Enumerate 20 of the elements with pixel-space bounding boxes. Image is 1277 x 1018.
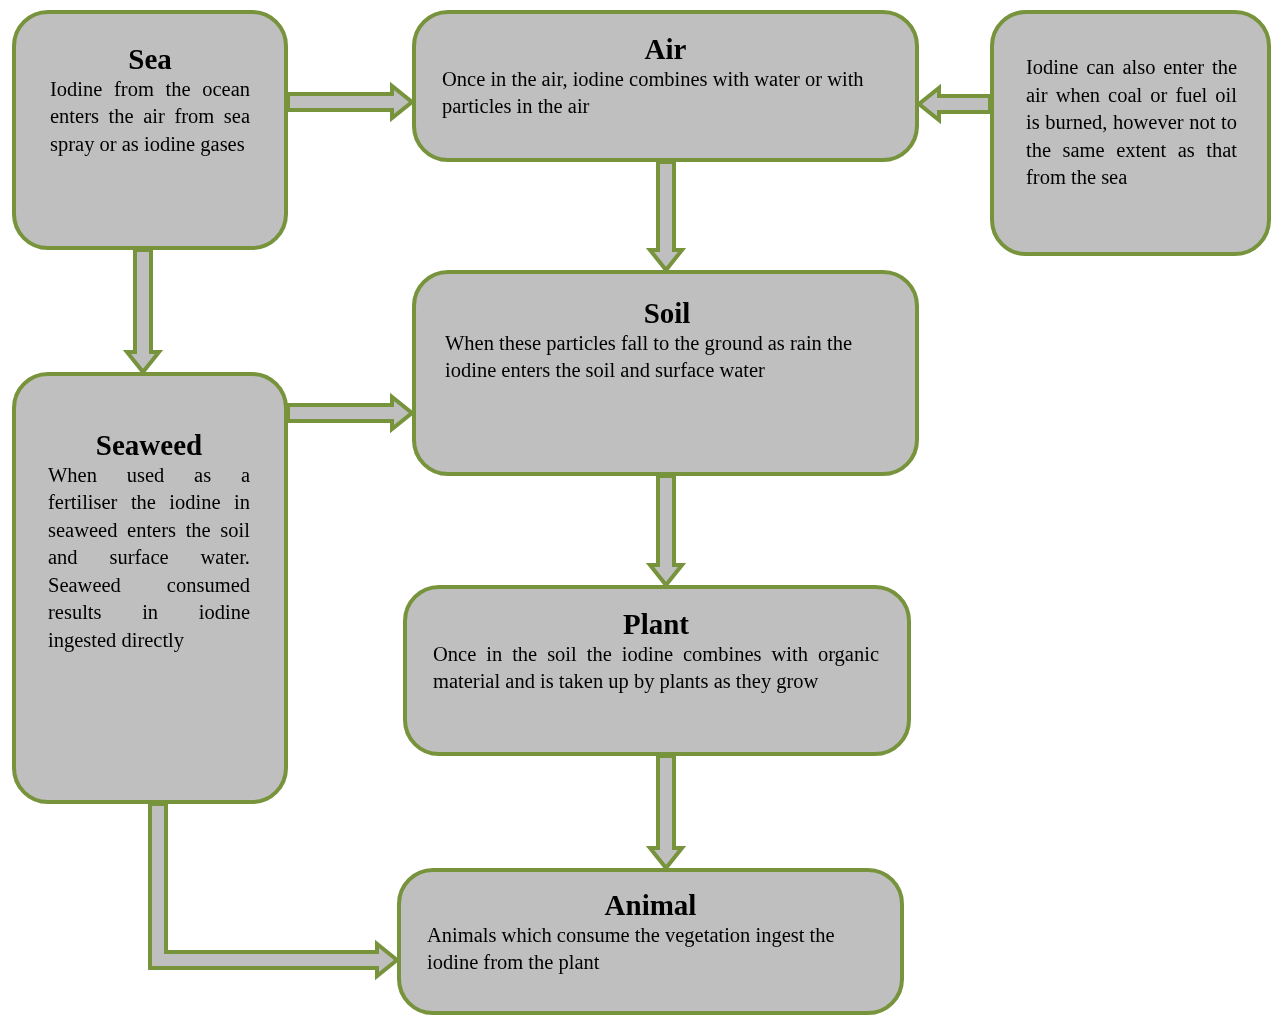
node-text: When these particles fall to the ground as rain the iodine enters the soil and surface water bbox=[445, 330, 853, 384]
node-text: Iodine can also enter the air when coal or fuel oil is burned, however not to the same extent as that from the sea bbox=[1026, 55, 1237, 190]
node-title: Plant bbox=[621, 609, 691, 641]
node-title: Animal bbox=[603, 890, 698, 922]
node-text: Iodine from the ocean enters the air from sea spray or as iodine gases bbox=[50, 76, 250, 158]
process-box bbox=[412, 270, 919, 476]
node-title: Sea bbox=[127, 44, 173, 76]
node-title: Soil bbox=[642, 298, 692, 330]
node-text: Once in the soil the iodine combines with organic material and is taken up by plants as they grow bbox=[433, 641, 879, 695]
process-box bbox=[12, 372, 288, 804]
node-title: Seaweed bbox=[94, 430, 204, 462]
process-box bbox=[412, 10, 919, 162]
node-text: Animals which consume the vegetation ingest the iodine from the plant bbox=[427, 922, 836, 976]
process-box bbox=[990, 10, 1271, 256]
process-box bbox=[403, 585, 911, 756]
node-title: Air bbox=[643, 34, 688, 66]
node-text: When used as a fertiliser the iodine in seaweed enters the soil and surface water. Seaweed consumed results in iodine ingested directly bbox=[48, 462, 250, 654]
node-text: Once in the air, iodine combines with water or with particles in the air bbox=[442, 66, 865, 120]
process-box bbox=[12, 10, 288, 250]
process-box bbox=[397, 868, 904, 1015]
